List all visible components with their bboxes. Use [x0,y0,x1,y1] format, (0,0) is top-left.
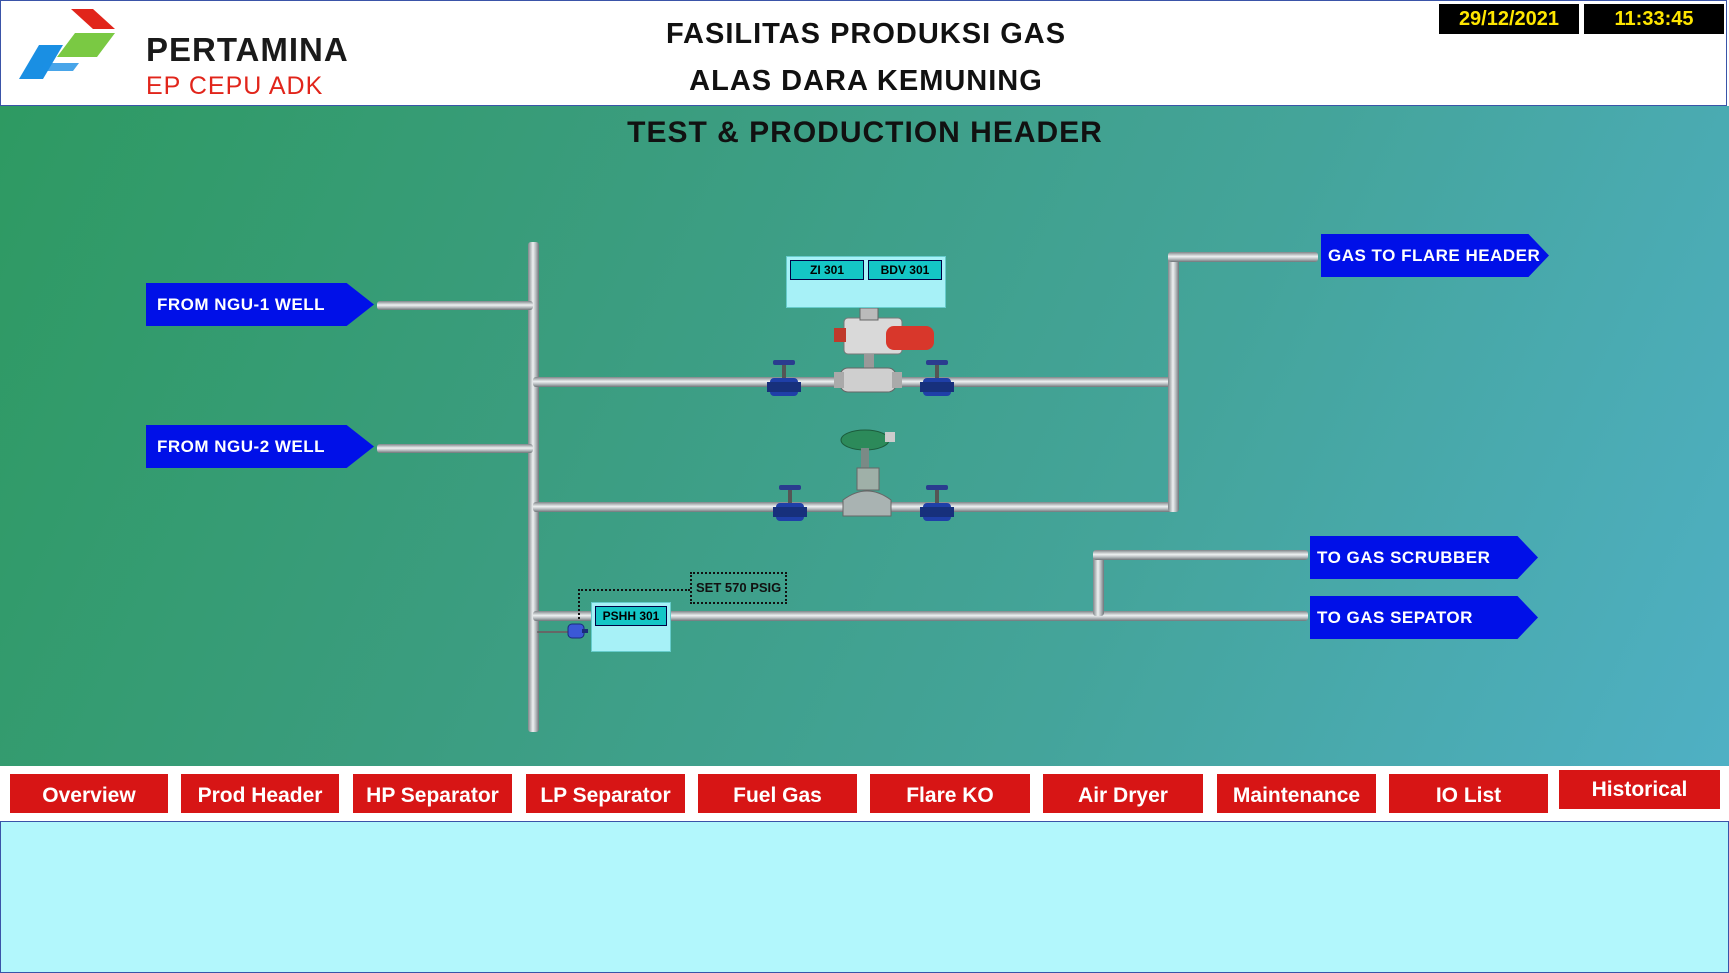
navigation-bar: Overview Prod Header HP Separator LP Sep… [0,766,1729,821]
blowdown-valve-icon[interactable] [826,306,936,396]
top-header: PERTAMINA EP CEPU ADK FASILITAS PRODUKSI… [0,0,1727,106]
brand-unit: EP CEPU ADK [146,72,324,100]
nav-io-list-button[interactable]: IO List [1387,772,1550,815]
nav-air-dryer-button[interactable]: Air Dryer [1041,772,1205,815]
scrubber-riser-pipe [1093,552,1104,616]
pressure-switch-icon[interactable] [566,621,588,641]
separator-line-pipe [533,611,1308,621]
page-title: TEST & PRODUCTION HEADER [627,116,1103,149]
pshh-setpoint: SET 570 PSIG [690,572,788,604]
tag-gas-to-flare-header[interactable]: GAS TO FLARE HEADER [1321,234,1549,277]
tag-to-gas-scrubber[interactable]: TO GAS SCRUBBER [1310,536,1538,579]
main-header-pipe [528,242,539,732]
bdv-301-chip[interactable]: BDV 301 [868,260,942,280]
pshh-301-chip[interactable]: PSHH 301 [595,606,667,626]
nav-historical-button[interactable]: Historical [1557,768,1722,811]
nav-hp-separator-button[interactable]: HP Separator [351,772,514,815]
nav-prod-header-button[interactable]: Prod Header [179,772,341,815]
alarm-panel [0,821,1729,973]
date-display: 29/12/2021 [1439,4,1579,34]
pshh-impulse-line [537,631,573,633]
hand-valve-icon[interactable] [920,358,954,398]
hand-valve-icon[interactable] [773,483,807,523]
nav-overview-button[interactable]: Overview [8,772,170,815]
flare-riser-pipe [1168,256,1179,512]
nav-fuel-gas-button[interactable]: Fuel Gas [696,772,859,815]
control-valve-icon[interactable] [835,426,900,521]
tag-from-ngu2[interactable]: FROM NGU-2 WELL [146,425,374,468]
nav-lp-separator-button[interactable]: LP Separator [524,772,687,815]
facility-title: FASILITAS PRODUKSI GAS [665,18,1067,50]
pertamina-logo-icon [19,9,115,79]
tag-to-gas-separator[interactable]: TO GAS SEPATOR [1310,596,1538,639]
bdv-status-panel: ZI 301 BDV 301 [786,256,946,308]
process-diagram: TEST & PRODUCTION HEADER FROM NGU-1 WELL… [0,106,1729,766]
nav-maintenance-button[interactable]: Maintenance [1215,772,1378,815]
zi-301-chip[interactable]: ZI 301 [790,260,864,280]
hand-valve-icon[interactable] [920,483,954,523]
nav-flare-ko-button[interactable]: Flare KO [868,772,1032,815]
ngu2-inlet-pipe [377,444,533,453]
pshh-signal-line [578,589,690,591]
tag-from-ngu1[interactable]: FROM NGU-1 WELL [146,283,374,326]
pshh-status-panel: PSHH 301 [591,602,671,652]
ngu1-inlet-pipe [377,301,533,310]
facility-subtitle: ALAS DARA KEMUNING [689,65,1043,97]
flare-header-pipe [1168,252,1318,262]
hand-valve-icon[interactable] [767,358,801,398]
pshh-signal-line [578,589,580,619]
time-display: 11:33:45 [1584,4,1724,34]
scrubber-line-pipe [1093,550,1308,560]
brand-name: PERTAMINA [146,31,349,68]
